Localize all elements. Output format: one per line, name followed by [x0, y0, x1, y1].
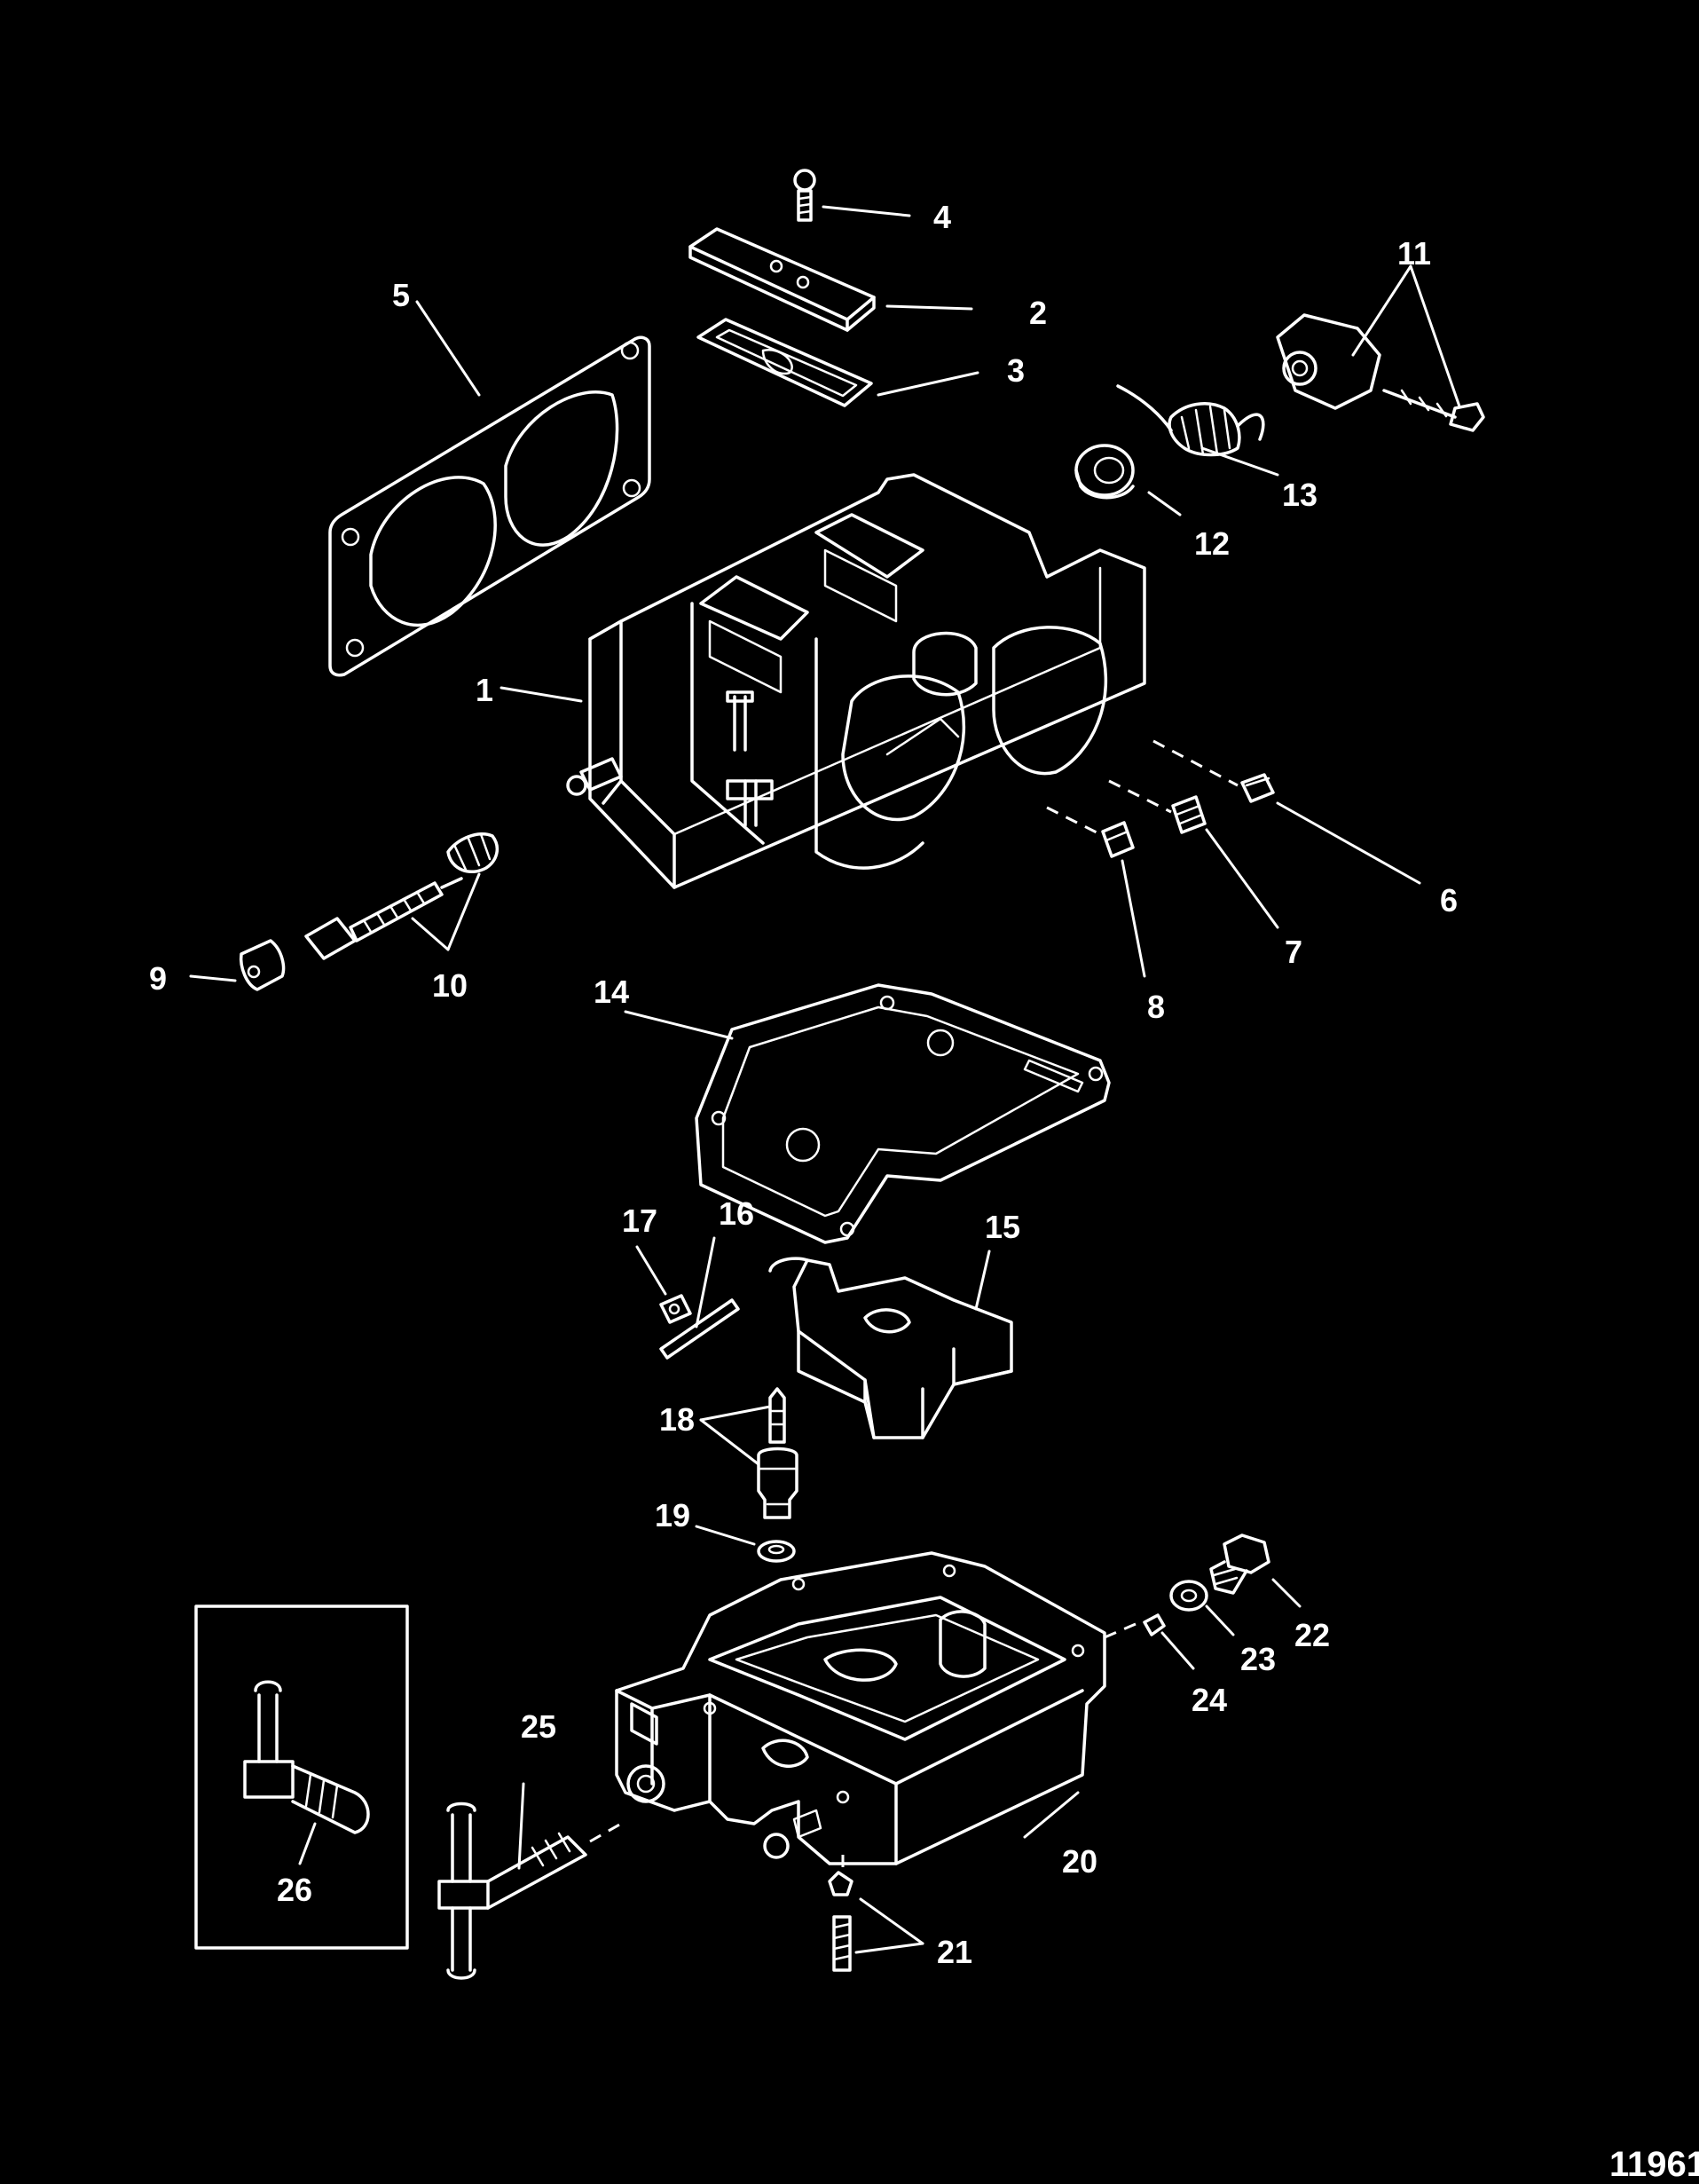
part-23-washer	[1169, 1580, 1208, 1612]
part-18-needle-seat	[757, 1387, 798, 1519]
callout-18: 18	[659, 1401, 695, 1438]
callout-20: 20	[1062, 1843, 1097, 1880]
part-10-mixture-screw	[304, 832, 499, 960]
callout-1: 1	[476, 672, 493, 708]
callout-13: 13	[1282, 477, 1318, 513]
callout-11: 11	[1397, 235, 1431, 272]
inset-box	[194, 1604, 409, 1950]
part-13-spring	[1116, 384, 1265, 457]
part-19-washer	[757, 1540, 796, 1563]
part-12-seal	[1074, 444, 1135, 500]
part-4-screw	[793, 169, 816, 222]
callout-23: 23	[1240, 1641, 1276, 1677]
part-17-nut	[659, 1294, 692, 1324]
callout-8: 8	[1147, 989, 1165, 1025]
callout-12: 12	[1194, 525, 1230, 562]
callout-3: 3	[1007, 352, 1025, 389]
part-25-fitting	[437, 1802, 587, 1980]
part-7-plug	[1171, 795, 1207, 834]
callout-14: 14	[594, 974, 629, 1010]
part-20-float-bowl	[615, 1551, 1106, 1865]
alignment-lines	[589, 739, 1239, 1873]
callout-5: 5	[392, 277, 410, 313]
callout-17: 17	[622, 1202, 657, 1239]
part-5-flange-gasket	[328, 335, 651, 677]
figure-number: 11961	[1609, 2145, 1699, 2184]
callout-2: 2	[1029, 295, 1047, 331]
part-11-choke-assembly	[1276, 313, 1485, 432]
part-15-float	[768, 1257, 1013, 1439]
callout-15: 15	[985, 1209, 1020, 1245]
leader-lines	[189, 205, 1461, 1954]
callout-16: 16	[719, 1195, 754, 1232]
callout-19: 19	[655, 1497, 690, 1534]
callout-9: 9	[149, 960, 167, 997]
part-3-gasket	[696, 318, 873, 407]
part-2-cover-plate	[688, 227, 876, 332]
part-9-cap	[239, 939, 286, 991]
part-16-pin	[659, 1298, 740, 1360]
callout-24: 24	[1192, 1682, 1227, 1718]
part-14-bowl-gasket	[695, 983, 1111, 1244]
callout-25: 25	[521, 1708, 556, 1745]
callout-21: 21	[937, 1934, 972, 1970]
part-26-fitting	[243, 1680, 370, 1834]
part-1-throttle-body	[566, 473, 1146, 889]
part-24-jet	[1143, 1613, 1166, 1636]
part-21-screw	[828, 1871, 853, 1972]
callout-10: 10	[432, 967, 468, 1004]
callout-7: 7	[1285, 934, 1302, 970]
callout-6: 6	[1440, 882, 1458, 919]
callout-labels: 1 2 3 4 5 6 7 8 9 10 11 12 13 14 15 16 1…	[149, 199, 1458, 1970]
callout-4: 4	[933, 199, 951, 235]
part-6-plug	[1240, 773, 1275, 803]
callout-26: 26	[277, 1872, 312, 1908]
part-8-plug	[1101, 821, 1135, 858]
callout-22: 22	[1294, 1617, 1330, 1653]
part-22-plug-bolt	[1209, 1534, 1270, 1595]
